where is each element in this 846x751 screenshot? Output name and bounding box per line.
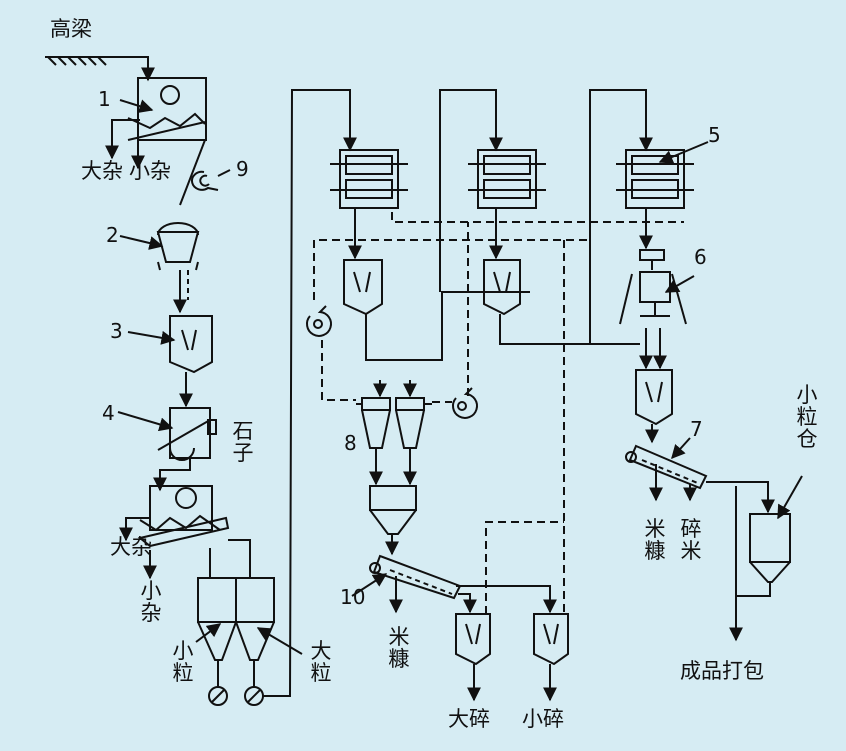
big-broken-bin (455, 613, 491, 666)
bin-c (635, 369, 673, 426)
cyclones-8 (356, 397, 432, 449)
number-4: 4 (102, 401, 115, 425)
bin-b (483, 259, 521, 316)
big-impurity-label-2: 大杂 (110, 535, 152, 559)
number-7: 7 (690, 417, 703, 441)
huller-c (616, 149, 694, 209)
small-grain-bin-label: 小粒仓 (796, 383, 818, 451)
huller-a (330, 149, 408, 209)
source-label: 高梁 (50, 17, 92, 41)
grader-10 (369, 554, 462, 600)
small-broken-label: 小碎 (522, 707, 564, 731)
number-2: 2 (106, 223, 119, 247)
small-broken-bin (533, 613, 569, 666)
ground-hatch (45, 56, 110, 66)
bran-label-1: 米糠 (388, 625, 410, 671)
grader-7 (625, 444, 708, 490)
bin-a (343, 259, 383, 316)
hopper-2 (156, 222, 200, 271)
number-1: 1 (98, 87, 111, 111)
small-impurity-label-1: 小杂 (129, 159, 171, 183)
big-broken-label: 大碎 (448, 707, 490, 731)
big-impurity-label-1: 大杂 (81, 159, 123, 183)
destoner-4 (157, 407, 217, 461)
packing-label: 成品打包 (680, 659, 764, 683)
vibrating-sieve-2 (137, 485, 230, 548)
collecting-bin (369, 485, 417, 535)
broken-rice-label: 碎米 (680, 517, 702, 563)
big-grain-label: 大粒 (310, 639, 332, 685)
vibrating-sieve-1 (127, 77, 207, 141)
small-impurity-label-2: 小杂 (140, 579, 162, 625)
number-6: 6 (694, 245, 707, 269)
number-3: 3 (110, 319, 123, 343)
number-9: 9 (236, 157, 249, 181)
stones-label: 石子 (232, 419, 254, 465)
input-arrow (110, 56, 155, 82)
feeder-3 (169, 315, 213, 374)
small-grain-bin (749, 513, 791, 583)
fan-right (451, 387, 478, 419)
number-8: 8 (344, 431, 357, 455)
fan-left (305, 305, 332, 337)
number-5: 5 (708, 123, 721, 147)
bran-label-2: 米糠 (644, 517, 666, 563)
number-10: 10 (340, 585, 366, 609)
grading-bins (197, 577, 275, 706)
huller-b (468, 149, 546, 209)
magnet-9 (190, 170, 219, 191)
small-grain-label: 小粒 (172, 639, 194, 685)
